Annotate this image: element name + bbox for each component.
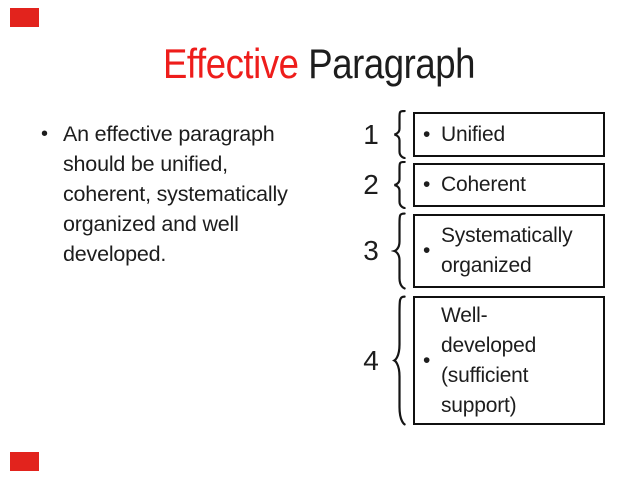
title-rest: Paragraph bbox=[308, 40, 476, 87]
item-text: Well- developed (sufficient support) bbox=[441, 303, 537, 417]
item-number: 3 bbox=[363, 235, 379, 266]
item-text: Unified bbox=[441, 122, 505, 146]
bracket-list-item-1: 1 • Unified bbox=[350, 112, 630, 157]
item-box: • Unified bbox=[413, 112, 605, 157]
curly-brace-icon bbox=[391, 294, 408, 427]
red-corner-mark-bottom bbox=[10, 452, 39, 471]
curly-brace-icon bbox=[391, 161, 408, 209]
bullet-paragraph-text: An effective paragraph should be unified… bbox=[63, 122, 288, 266]
bracket-list-item-2: 2 • Coherent bbox=[350, 163, 630, 207]
item-number: 1 bbox=[363, 118, 379, 150]
bullet-icon: • bbox=[423, 348, 431, 372]
bullet-icon: • bbox=[423, 239, 431, 262]
item-number: 2 bbox=[363, 169, 379, 200]
bullet-paragraph: • An effective paragraph should be unifi… bbox=[41, 119, 331, 269]
slide-title: Effective Paragraph bbox=[41, 40, 596, 88]
bullet-icon: • bbox=[41, 123, 49, 145]
title-highlight: Effective bbox=[162, 40, 309, 87]
item-box: • Well- developed (sufficient support) bbox=[413, 296, 605, 425]
bracket-list-item-4: 4 • Well- developed (sufficient support) bbox=[350, 296, 630, 425]
red-corner-mark-top bbox=[10, 8, 39, 27]
bracket-list-item-3: 3 • Systematically organized bbox=[350, 214, 630, 288]
bullet-icon: • bbox=[423, 122, 431, 146]
item-text: Coherent bbox=[441, 173, 526, 196]
bullet-icon: • bbox=[423, 173, 431, 196]
curly-brace-icon bbox=[391, 212, 408, 290]
item-number: 4 bbox=[363, 344, 379, 376]
item-box: • Systematically organized bbox=[413, 214, 605, 288]
curly-brace-icon bbox=[391, 110, 408, 159]
item-box: • Coherent bbox=[413, 163, 605, 207]
item-text: Systematically organized bbox=[441, 224, 573, 277]
